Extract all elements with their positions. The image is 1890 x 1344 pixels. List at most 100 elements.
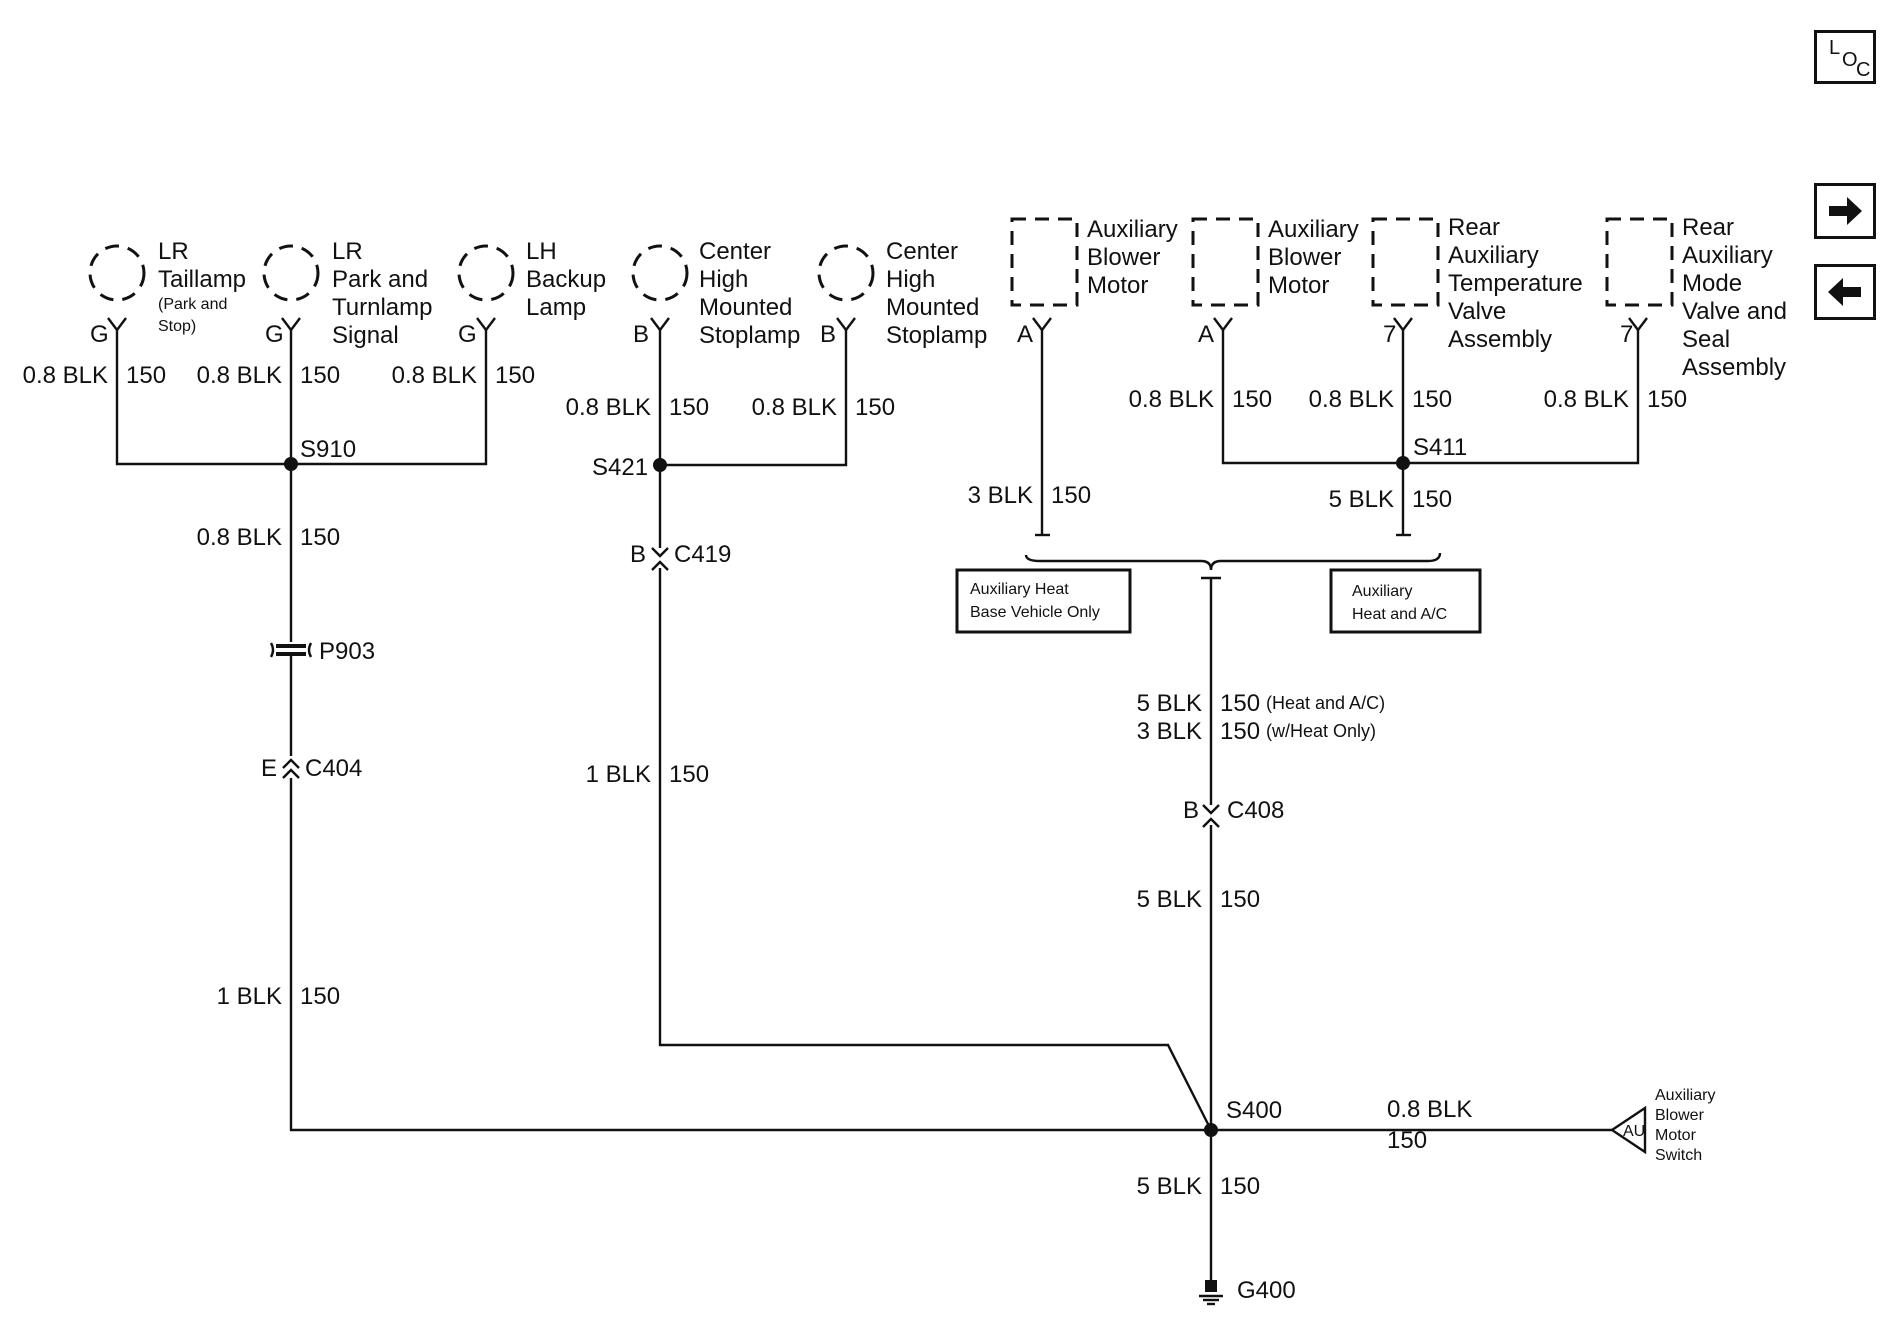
wire-paths (115, 330, 1640, 1286)
rear-auxiliary-mode-valve: Rear Auxiliary Mode Valve and Seal Assem… (1605, 214, 1787, 381)
component-label: Auxiliary (1682, 242, 1773, 269)
wire-note: (w/Heat Only) (1266, 721, 1376, 741)
splice-s910: S910 (284, 436, 356, 471)
component-label: LR (332, 238, 363, 265)
lamp-symbol (457, 244, 515, 302)
component-label: Motor (1268, 272, 1329, 299)
lh-backup-lamp: LH Backup Lamp G (457, 238, 606, 348)
wire-circuit: 150 (495, 362, 535, 389)
component-box (1010, 217, 1079, 307)
component-label: Switch (1655, 1147, 1702, 1164)
wire-size: 0.8 BLK (392, 362, 477, 389)
component-label: Assembly (1682, 354, 1786, 381)
wire-circuit: 150 (669, 761, 709, 788)
auxiliary-blower-motor-2: Auxiliary Blower Motor A (1191, 216, 1359, 348)
component-label: Auxiliary (1655, 1087, 1715, 1104)
loc-letter-l: L (1829, 37, 1841, 59)
lamp-symbol (817, 244, 875, 302)
connector-p903: P903 (269, 638, 375, 665)
component-label: Stoplamp (699, 322, 800, 349)
wire-circuit: 150 (126, 362, 166, 389)
component-label: Turnlamp (332, 294, 432, 321)
lr-park-turnlamp-signal: LR Park and Turnlamp Signal G (262, 238, 432, 349)
component-label: Seal (1682, 326, 1730, 353)
component-label: LH (526, 238, 557, 265)
component-label: High (699, 266, 748, 293)
center-high-mounted-stoplamp-1: Center High Mounted Stoplamp B (631, 238, 800, 349)
wire-circuit: 150 (1220, 690, 1260, 717)
ground-g400: G400 (1199, 1277, 1296, 1306)
wire-circuit: 150 (1647, 386, 1687, 413)
pin-label: B (633, 321, 649, 348)
option-label: Heat and A/C (1352, 606, 1447, 623)
wire-size: 0.8 BLK (1309, 386, 1394, 413)
pin-label: G (265, 321, 284, 348)
loc-letter-o: O (1842, 49, 1858, 71)
component-label: Park and (332, 266, 428, 293)
rear-auxiliary-temperature-valve: Rear Auxiliary Temperature Valve Assembl… (1371, 214, 1583, 353)
switch-pin: AU (1623, 1123, 1645, 1140)
wire-size: 0.8 BLK (1129, 386, 1214, 413)
component-box (1605, 217, 1674, 307)
wire-size: 1 BLK (586, 761, 651, 788)
splice-s411: S411 (1396, 434, 1467, 470)
lamp-symbol (262, 244, 320, 302)
wire-size: 0.8 BLK (197, 524, 282, 551)
wire-size: 0.8 BLK (566, 394, 651, 421)
pin-label: 7 (1383, 321, 1396, 348)
wire-size: 0.8 BLK (197, 362, 282, 389)
wire-labels: 0.8 BLK 150 0.8 BLK 150 0.8 BLK 150 0.8 … (23, 362, 1687, 1200)
lamp-symbol (88, 244, 146, 302)
component-label: Blower (1268, 244, 1341, 271)
component-label: Auxiliary (1268, 216, 1359, 243)
connector-c419: B C419 (630, 541, 731, 571)
wire-circuit: 150 (855, 394, 895, 421)
connector-label: C404 (305, 755, 362, 782)
component-label: Motor (1087, 272, 1148, 299)
center-high-mounted-stoplamp-2: Center High Mounted Stoplamp B (817, 238, 987, 349)
component-note: Stop) (158, 318, 196, 335)
splice-label: S421 (592, 454, 648, 481)
wire-circuit: 150 (1232, 386, 1272, 413)
pin-label: G (90, 321, 109, 348)
component-label: Mounted (699, 294, 792, 321)
component-box (1371, 217, 1440, 307)
component-label: Rear (1448, 214, 1500, 241)
wire-circuit: 150 (1051, 482, 1091, 509)
wire-note: (Heat and A/C) (1266, 693, 1385, 713)
component-label: Taillamp (158, 266, 246, 293)
wire-size: 0.8 BLK (1387, 1096, 1472, 1123)
component-label: Assembly (1448, 326, 1552, 353)
splice-s400: S400 (1204, 1097, 1282, 1137)
component-note: (Park and (158, 296, 227, 313)
pin-label: 7 (1620, 321, 1633, 348)
arrow-left-icon (1828, 278, 1861, 306)
option-box-base-vehicle: Auxiliary Heat Base Vehicle Only (955, 568, 1132, 634)
wire-circuit: 150 (1387, 1127, 1427, 1154)
next-page-button[interactable] (1814, 183, 1876, 239)
wire-size: 0.8 BLK (752, 394, 837, 421)
wire-circuit: 150 (1412, 386, 1452, 413)
component-box (1191, 217, 1260, 307)
connector-c408: B C408 (1183, 797, 1284, 828)
component-label: Temperature (1448, 270, 1583, 297)
component-label: Auxiliary (1087, 216, 1178, 243)
component-label: Auxiliary (1448, 242, 1539, 269)
previous-page-button[interactable] (1814, 264, 1876, 320)
loc-button[interactable]: L O C (1814, 30, 1876, 84)
connector-pin: B (630, 541, 646, 568)
pin-label: A (1198, 321, 1214, 348)
wire-size: 5 BLK (1329, 486, 1394, 513)
component-label: Blower (1087, 244, 1160, 271)
wire-size: 5 BLK (1137, 1173, 1202, 1200)
connector-label: P903 (319, 638, 375, 665)
option-brace (1024, 533, 1442, 580)
lamp-symbol (631, 244, 689, 302)
auxiliary-blower-motor-switch: AU Auxiliary Blower Motor Switch (1609, 1087, 1715, 1164)
component-label: Center (886, 238, 958, 265)
splice-label: S910 (300, 436, 356, 463)
wire-circuit: 150 (300, 524, 340, 551)
auxiliary-blower-motor-1: Auxiliary Blower Motor A (1010, 216, 1178, 348)
connector-label: C408 (1227, 797, 1284, 824)
wire-size: 1 BLK (217, 983, 282, 1010)
